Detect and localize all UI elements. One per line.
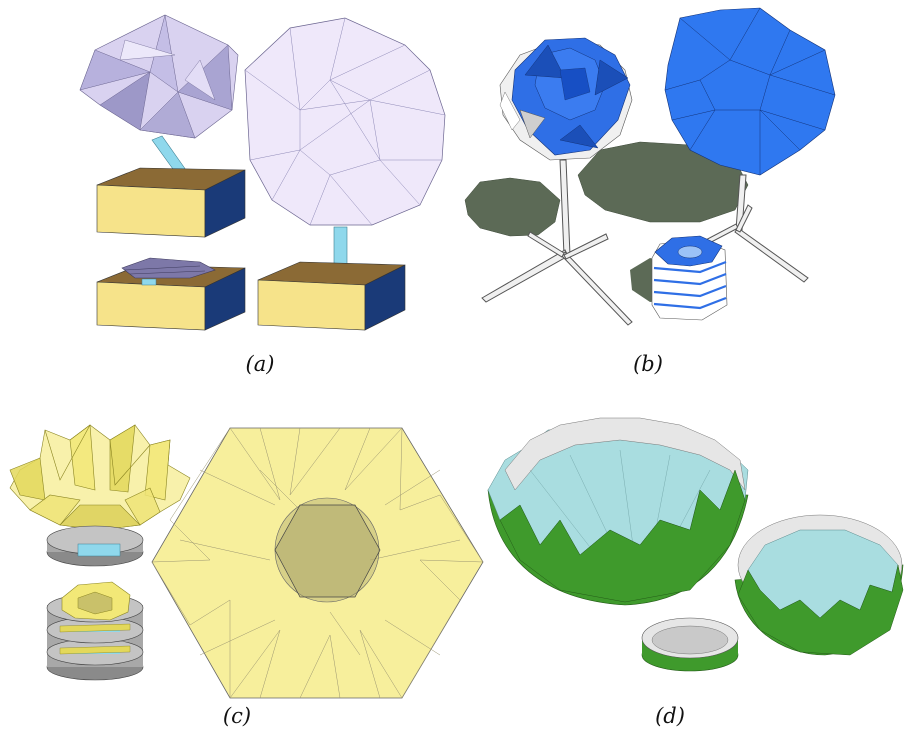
- panel-d-ring: [641, 617, 739, 672]
- panel-a-box-lower: [96, 257, 246, 331]
- panel-a-folded-flower: [79, 14, 239, 139]
- panel-a-open-flower: [244, 17, 446, 226]
- panel-a-stem-straight: [333, 226, 348, 270]
- panel-b-flower-right: [664, 7, 836, 176]
- panel-b-caption: (b): [633, 352, 663, 376]
- panel-a-box-right: [257, 261, 406, 331]
- panel-b-stack: [651, 235, 728, 321]
- panel-d-caption: (d): [655, 704, 685, 728]
- panel-c-base-upper: [46, 525, 144, 567]
- panel-a-caption: (a): [245, 352, 275, 376]
- panel-b-shadow-left: [464, 177, 561, 237]
- panel-c-hexagon-pattern: [151, 427, 484, 699]
- panel-a-box-upper: [96, 167, 246, 238]
- panel-c-yellow-flower: [9, 424, 191, 531]
- panel-d-bowl-small: [734, 514, 904, 656]
- panel-c: [9, 424, 484, 699]
- panel-d: [487, 417, 904, 672]
- panel-c-caption: (c): [222, 704, 252, 728]
- panel-b-rose-left: [499, 37, 633, 161]
- panel-a: [79, 14, 446, 331]
- panel-d-bowl-large: [487, 417, 749, 606]
- panel-b-stand-left: [481, 159, 633, 326]
- panel-c-base-stack: [46, 581, 144, 681]
- panel-b: [464, 7, 836, 326]
